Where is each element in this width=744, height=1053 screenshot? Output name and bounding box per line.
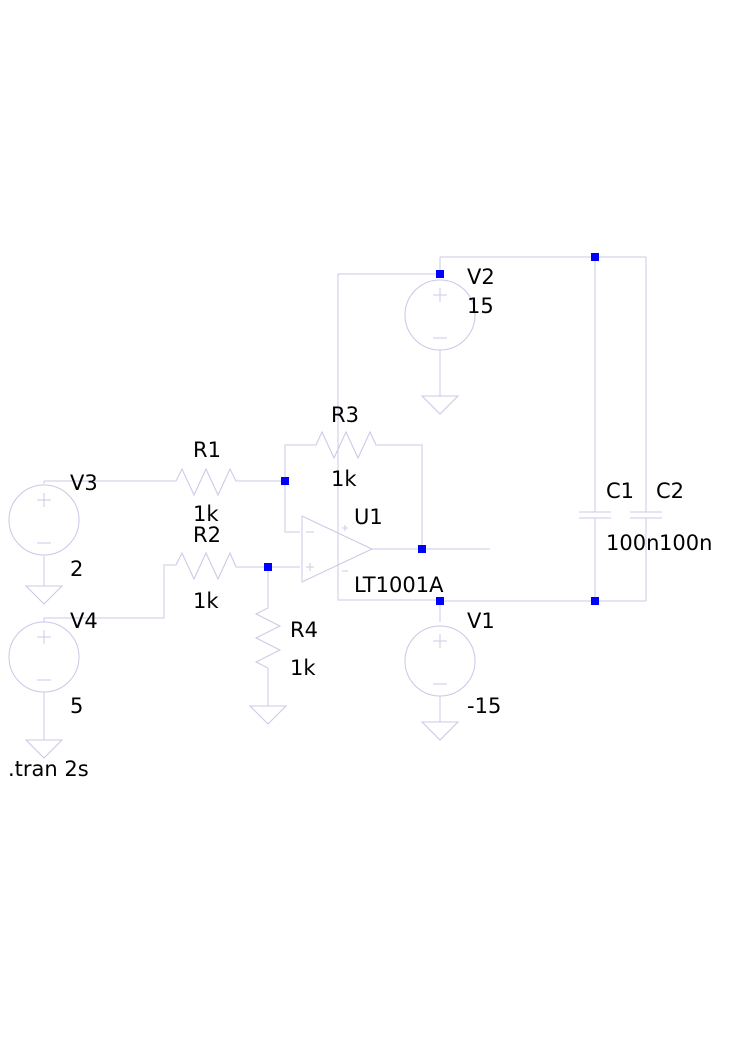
ground-v2: [420, 395, 460, 415]
wire-feedback-left: [284, 444, 310, 481]
wire-inv-input: [284, 481, 300, 533]
junction-v2-top: [436, 270, 444, 278]
capacitor-c1[interactable]: [579, 511, 611, 519]
capacitor-c2[interactable]: [630, 511, 662, 519]
junction-c1-top: [591, 253, 599, 261]
v3-value: 2: [70, 557, 83, 581]
v4-value: 5: [70, 694, 83, 718]
ground-r4: [248, 705, 288, 725]
voltage-source-v4[interactable]: [8, 621, 80, 693]
v2-value: 15: [467, 294, 494, 318]
junction-c1-bottom: [591, 597, 599, 605]
voltage-source-v3[interactable]: [8, 484, 80, 556]
v3-name: V3: [70, 471, 98, 495]
wire-v2-left: [337, 273, 440, 601]
c1-value: 100n: [606, 531, 659, 555]
opamp-u1[interactable]: [301, 515, 374, 583]
r1-value: 1k: [193, 502, 219, 526]
junction-inv-node: [281, 477, 289, 485]
u1-name: U1: [354, 505, 383, 529]
resistor-r2[interactable]: [170, 551, 240, 581]
r2-value: 1k: [193, 589, 219, 613]
c2-name: C2: [656, 479, 684, 503]
v1-name: V1: [467, 609, 495, 633]
wire-feedback-right: [380, 444, 423, 549]
c1-name: C1: [606, 479, 634, 503]
c2-value: 100n: [659, 531, 712, 555]
r4-name: R4: [290, 618, 318, 642]
r1-name: R1: [193, 438, 221, 462]
junction-output: [418, 545, 426, 553]
voltage-source-v1[interactable]: [404, 625, 476, 697]
r3-name: R3: [331, 403, 359, 427]
wire-v4-r2: [44, 564, 170, 619]
junction-noninv-node: [264, 563, 272, 571]
r2-name: R2: [193, 523, 221, 547]
ground-v1: [420, 721, 460, 741]
v4-name: V4: [70, 609, 98, 633]
junctions: [264, 253, 599, 605]
r4-value: 1k: [290, 656, 316, 680]
voltage-source-v2[interactable]: [404, 279, 476, 351]
ground-v3: [24, 585, 64, 605]
v1-value: -15: [467, 694, 501, 718]
wires: [43, 256, 647, 740]
spice-directive[interactable]: .tran 2s: [8, 757, 89, 781]
junction-v1-top: [436, 597, 444, 605]
v2-name: V2: [467, 265, 495, 289]
resistor-r1[interactable]: [170, 467, 240, 497]
resistor-r3[interactable]: [310, 430, 380, 460]
u1-part: LT1001A: [354, 573, 444, 597]
r3-value: 1k: [331, 467, 357, 491]
ground-v4: [24, 739, 64, 759]
resistor-r4[interactable]: [254, 600, 282, 676]
